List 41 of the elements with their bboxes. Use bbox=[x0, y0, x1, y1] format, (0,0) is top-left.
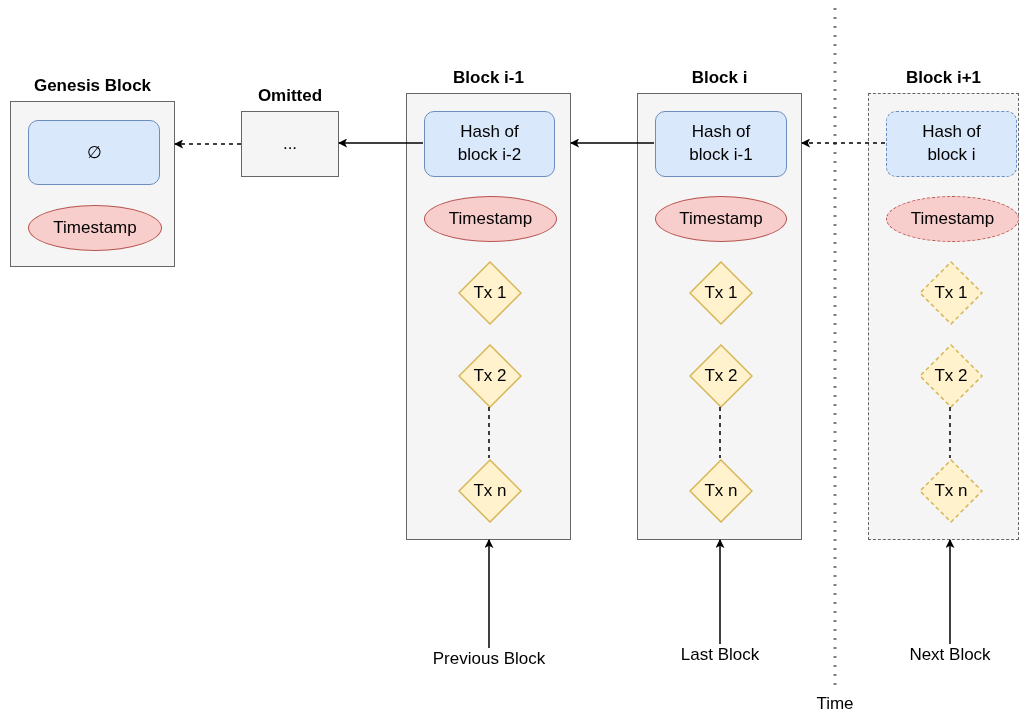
arrow bbox=[801, 138, 886, 148]
arrow bbox=[945, 539, 955, 645]
arrow bbox=[174, 139, 242, 149]
arrow bbox=[570, 138, 655, 148]
transaction-label: Tx n bbox=[934, 479, 968, 502]
arrow bbox=[484, 539, 494, 649]
transaction-label: Tx 1 bbox=[473, 281, 507, 304]
hash-box bbox=[424, 111, 555, 177]
hash-box bbox=[28, 120, 160, 185]
timestamp-text: Timestamp bbox=[448, 207, 533, 230]
transaction-label: Tx 2 bbox=[934, 364, 968, 387]
block-title: Genesis Block bbox=[32, 76, 153, 97]
caption-text: Last Block bbox=[679, 644, 761, 666]
hash-box bbox=[655, 111, 787, 177]
transaction-label: Tx 1 bbox=[934, 281, 968, 304]
arrow bbox=[715, 539, 725, 645]
transaction-label: Tx 2 bbox=[704, 364, 738, 387]
connector-line bbox=[719, 406, 721, 459]
block-title: Block i-1 bbox=[452, 68, 525, 89]
hash-text: Hash of block i bbox=[921, 121, 982, 166]
connector-line bbox=[488, 406, 490, 459]
arrow bbox=[338, 138, 424, 148]
block-title: Omitted bbox=[256, 86, 324, 107]
caption-text: Previous Block bbox=[431, 648, 547, 670]
transaction-label: Tx 2 bbox=[473, 364, 507, 387]
block-title: Block i bbox=[690, 68, 749, 89]
hash-box bbox=[886, 111, 1017, 177]
hash-text: ∅ bbox=[85, 141, 103, 164]
timestamp-text: Timestamp bbox=[53, 216, 137, 239]
timestamp-text: Timestamp bbox=[679, 207, 763, 230]
connector-line bbox=[949, 406, 951, 459]
transaction-label: Tx n bbox=[473, 479, 507, 502]
timestamp-text: Timestamp bbox=[910, 207, 995, 230]
transaction-label: Tx n bbox=[704, 479, 738, 502]
caption-text: Next Block bbox=[908, 644, 992, 666]
hash-text: Hash of block i-1 bbox=[688, 121, 754, 166]
timestamp-ellipse bbox=[886, 196, 1019, 242]
ellipsis-text: ... bbox=[282, 132, 298, 155]
hash-text: Hash of block i-2 bbox=[456, 121, 523, 166]
transaction-label: Tx 1 bbox=[704, 281, 738, 304]
block-title: Block i+1 bbox=[904, 68, 983, 89]
